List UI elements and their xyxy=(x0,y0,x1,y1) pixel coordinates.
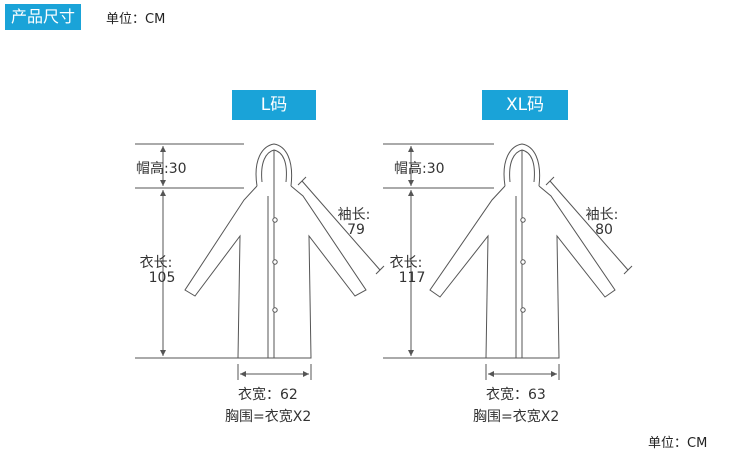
sleeve-value-xl: 80 xyxy=(595,222,613,238)
dimension-lines-xl xyxy=(383,143,633,380)
width-label-l: 衣宽：62 xyxy=(238,387,298,403)
length-label-xl: 衣长: xyxy=(389,255,423,271)
length-value-xl: 117 xyxy=(398,270,426,286)
chest-label-xl: 胸围=衣宽X2 xyxy=(473,409,560,425)
hood-height-label-l: 帽高:30 xyxy=(136,161,187,177)
length-value-l: 105 xyxy=(148,270,176,286)
sleeve-label-l: 袖长: xyxy=(337,207,371,223)
dimension-lines-l xyxy=(135,143,385,380)
unit-label: 单位：CM xyxy=(106,12,166,27)
size-tab-l: L码 xyxy=(232,90,316,120)
section-title: 产品尺寸 xyxy=(5,4,82,30)
sleeve-value-l: 79 xyxy=(347,222,365,238)
width-label-xl: 衣宽：63 xyxy=(486,387,546,403)
hood-height-label-xl: 帽高:30 xyxy=(394,161,445,177)
size-tab-xl: XL码 xyxy=(482,90,568,120)
page-header: 产品尺寸 单位：CM xyxy=(0,0,750,30)
raincoat-xl-figure xyxy=(429,143,616,359)
footer-unit-label: 单位：CM xyxy=(648,436,708,451)
raincoat-l-figure xyxy=(184,143,367,359)
sleeve-label-xl: 袖长: xyxy=(585,207,619,223)
length-label-l: 衣长: xyxy=(139,255,173,271)
chest-label-l: 胸围=衣宽X2 xyxy=(225,409,312,425)
